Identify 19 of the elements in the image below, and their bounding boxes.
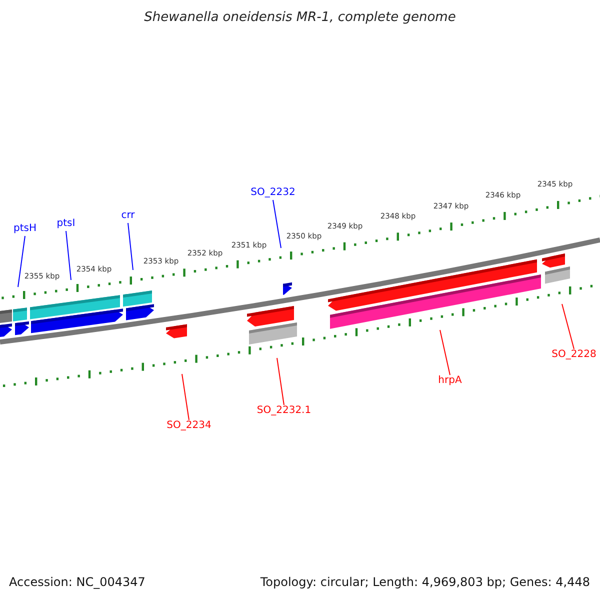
genome-info-text: Topology: circular; Length: 4,969,803 bp; Genes: 4,448 <box>260 575 590 589</box>
gene-label: ptsI <box>56 218 76 230</box>
gene-label: SO_2232.1 <box>256 405 312 417</box>
leader-line <box>276 358 284 406</box>
leader-line <box>128 222 134 270</box>
gene-label: ptsH <box>14 223 36 235</box>
leader-line <box>440 330 450 376</box>
leader-line <box>182 374 190 420</box>
leader-line <box>562 304 574 350</box>
gene-label: SO_2234 <box>166 420 212 432</box>
leader-line <box>66 230 72 280</box>
leader-line <box>18 236 26 288</box>
leader-line <box>272 200 282 248</box>
gene-label: crr <box>121 210 135 222</box>
gene-label: SO_2232 <box>250 187 296 199</box>
gene-label: SO_2228 <box>552 349 596 361</box>
gene-label: hrpA <box>438 375 462 387</box>
title: Shewanella oneidensis MR-1, complete genome <box>143 10 457 25</box>
accession-text: Accession: NC_004347 <box>9 575 146 589</box>
